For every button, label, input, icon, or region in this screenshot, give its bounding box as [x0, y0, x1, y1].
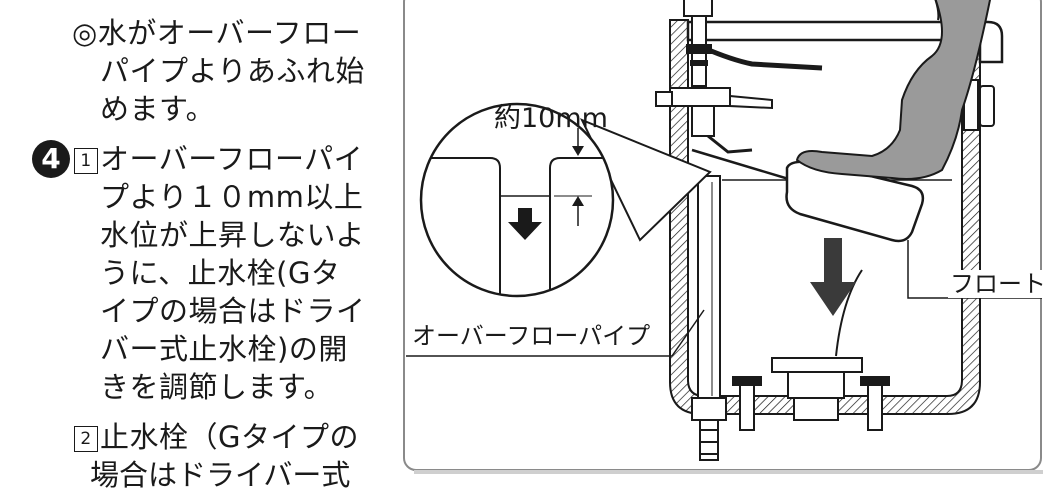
magnify-label-10mm: 約10mm [494, 103, 608, 134]
tank-diagram [403, 0, 1043, 474]
float-label: フロート [948, 270, 1048, 298]
overflow-pipe [691, 175, 727, 461]
sub-step-2-number: 2 [74, 426, 98, 452]
sub-step-1-line-7: きを調節します。 [100, 370, 334, 404]
sub-step-1-line-3: 水位が上昇しないよ [100, 218, 365, 252]
sub-step-1-line-6: バー式止水栓)の開 [100, 332, 348, 366]
step-4-badge: 4 [32, 140, 70, 178]
sub-step-1-line-2: プより１０mm以上 [100, 180, 364, 214]
sub-step-2-line-2-cut: 場合はドライバー式 [90, 458, 351, 492]
sub-step-1-number: 1 [74, 148, 98, 174]
note-line-2: パイプよりあふれ始 [100, 54, 365, 88]
note-line-3: めます。 [100, 92, 216, 126]
note-line-1: ◎水がオーバーフロー [72, 16, 362, 50]
flush-valve [732, 269, 890, 431]
overflow-pipe-label: オーバーフローパイプ [410, 322, 653, 350]
toilet-tank-illustration-panel: 約10mm オーバーフローパイプ フロート [392, 0, 1049, 481]
magnifier-callout [419, 102, 712, 298]
sub-step-1-line-5: イプの場合はドライ [100, 294, 366, 328]
sub-step-1-line-4: うに、止水栓(Gタ [100, 256, 341, 290]
gloved-hand [795, 0, 991, 180]
water-supply-valve [655, 0, 793, 182]
water-down-arrow [810, 238, 856, 316]
